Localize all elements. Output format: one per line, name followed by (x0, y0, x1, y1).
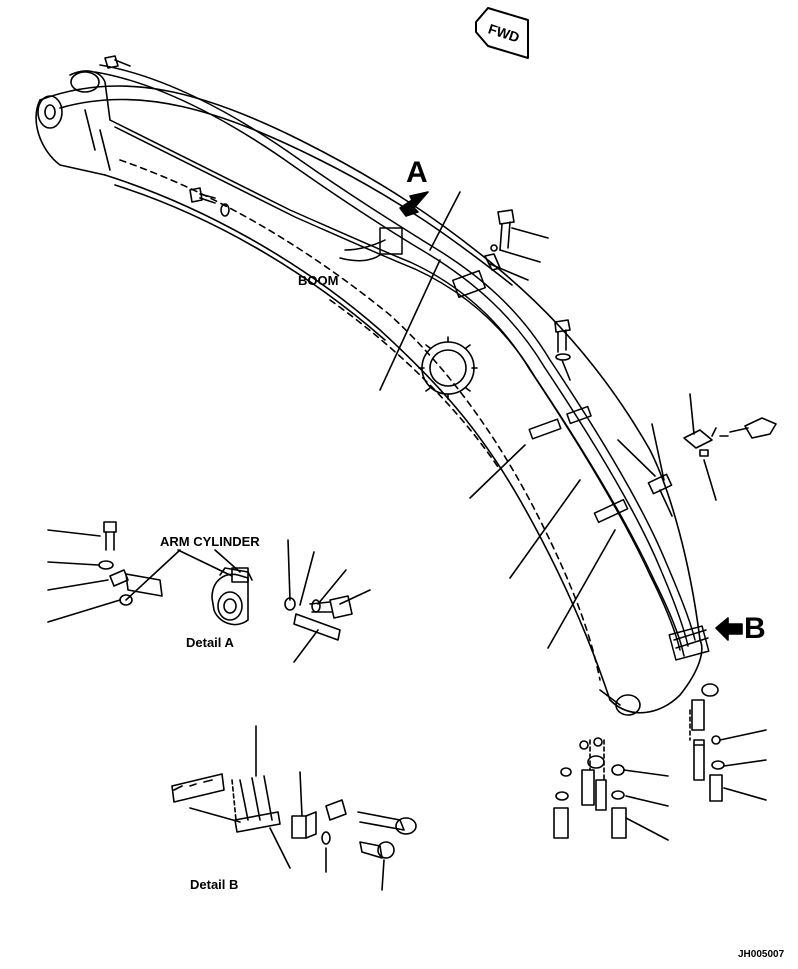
boom-body (36, 71, 702, 715)
view-a-label: A (406, 156, 428, 189)
leader-lines (380, 192, 766, 840)
detail-b-label: Detail B (190, 877, 239, 892)
bolt-icon (105, 56, 130, 68)
hydraulic-pipes (95, 65, 709, 660)
view-b-label: B (744, 612, 766, 645)
bolt-icon (555, 320, 570, 360)
view-a-arrow-icon (400, 192, 428, 216)
detail-a-label: Detail A (186, 635, 234, 650)
drawing-id: JH005007 (738, 949, 785, 960)
fwd-arrow-icon (476, 8, 528, 58)
view-b-arrow-icon (716, 618, 742, 640)
boom-label: BOOM (298, 273, 339, 288)
detail-a-drawing (48, 522, 370, 662)
bolt-icon (190, 188, 229, 216)
arm-cylinder-label: ARM CYLINDER (160, 534, 260, 549)
hardware-group-b (554, 684, 724, 838)
detail-b-drawing (172, 726, 416, 890)
bolt-icon (648, 418, 776, 494)
